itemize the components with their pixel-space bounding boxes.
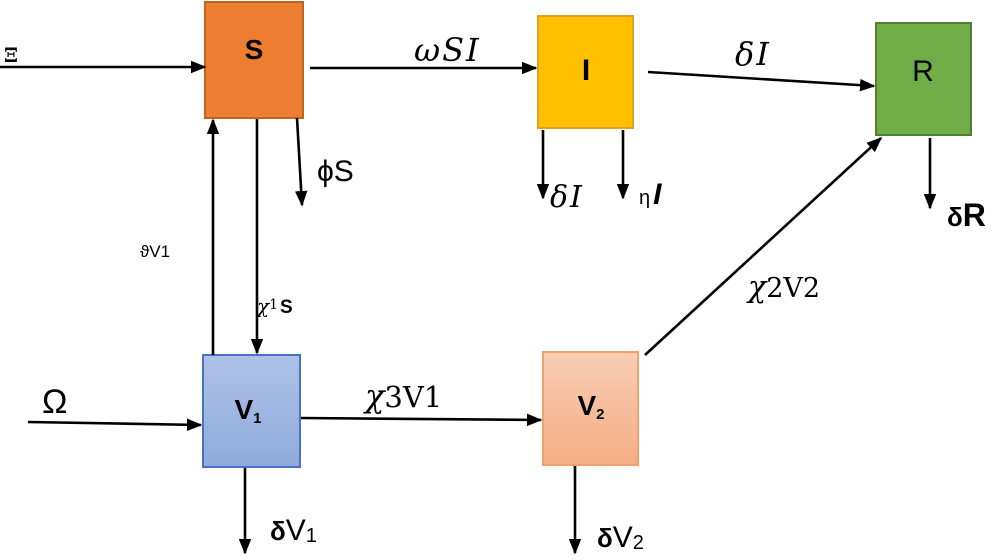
label-v1-main: V: [234, 394, 253, 425]
label-v2-to-r-symbol: χ: [746, 270, 768, 305]
arrow-v1-to-v2: [300, 413, 543, 427]
label-s-to-i: ωSI: [414, 31, 481, 69]
box-v1: [202, 354, 301, 468]
label-s-to-v1-variable: S: [280, 297, 293, 318]
label-v1-to-s: ϑV1: [140, 242, 170, 261]
label-v2-death-symbol: δ: [597, 523, 613, 553]
label-recruitment-v1: Ω: [42, 383, 67, 421]
label-recruitment-s: Ξ: [4, 43, 18, 67]
label-v1-death-variable: V: [286, 514, 306, 547]
arrow-recruitment-v1: [27, 418, 203, 431]
box-s: [204, 1, 304, 119]
label-v1-to-v2-symbol: χ: [363, 377, 386, 415]
label-r-death-symbol: δ: [947, 202, 963, 232]
box-v2: [542, 351, 639, 466]
label-r: R: [912, 55, 934, 88]
compartment-v2: V2: [542, 351, 639, 466]
label-v2-to-r-term: 2V2: [766, 273, 820, 304]
label-v2-death: δV2: [597, 521, 644, 554]
label-v2: V2: [577, 390, 604, 423]
label-i-to-r: δI: [735, 35, 771, 73]
arrow-v2-to-r: [644, 136, 883, 356]
compartment-i: I: [537, 15, 634, 129]
label-v2-main: V: [577, 390, 596, 421]
compartment-v1: V1: [202, 354, 301, 468]
label-r-death-variable: R: [963, 197, 986, 233]
label-v2-death-subscript: 2: [633, 532, 644, 554]
label-v1: V1: [234, 394, 261, 427]
label-i-disease-death-symbol: η: [639, 187, 650, 209]
label-s-to-v1-index: 1: [269, 297, 278, 313]
label-v1-to-v2-term: 3V1: [384, 380, 442, 414]
label-v1-to-v2: χ3V1: [363, 377, 442, 415]
label-r-death: δR: [947, 197, 986, 233]
label-s: S: [245, 34, 264, 65]
label-i-natural-death: δI: [550, 180, 584, 215]
label-v2-death-variable: V: [613, 521, 633, 554]
arrow-s-removal: [294, 117, 308, 207]
label-v2-subscript: 2: [596, 406, 604, 423]
label-v1-subscript: 1: [253, 410, 261, 427]
label-v1-death-subscript: 1: [306, 525, 317, 547]
label-i-disease-death-variable: I: [653, 178, 662, 211]
label-s-to-v1-symbol: χ: [255, 294, 271, 318]
box-i: [537, 15, 634, 129]
arrow-i-to-r: [647, 70, 876, 92]
label-s-removal: ϕS: [317, 155, 354, 188]
label-v1-death: δV1: [270, 514, 317, 547]
box-r: [875, 22, 972, 136]
compartment-s: S: [204, 1, 304, 119]
label-v1-death-symbol: δ: [270, 516, 286, 546]
label-v2-to-r: χ2V2: [746, 270, 820, 305]
flow-arrows: [0, 60, 937, 555]
label-i: I: [582, 54, 590, 87]
compartment-r: R: [875, 22, 972, 136]
